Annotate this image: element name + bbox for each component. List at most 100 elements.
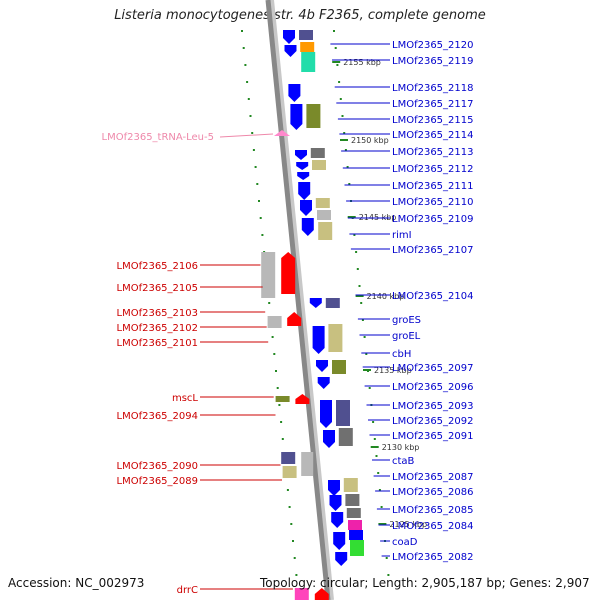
gene-feature-box: [301, 52, 316, 72]
tick-mark-left: [278, 404, 281, 406]
topology-text: Topology: circular; Length: 2,905,187 bp…: [260, 576, 590, 590]
trna-label: LMOf2365_tRNA-Leu-5: [102, 132, 214, 143]
forward-gene-arrow: [290, 104, 303, 130]
kbp-label: 2140 kbp: [367, 292, 405, 301]
label-leader: [219, 133, 274, 138]
kbp-label: 2155 kbp: [343, 58, 381, 67]
gene-label-reverse: LMOf2365_2090: [117, 461, 199, 472]
gene-label-forward: LMOf2365_2119: [392, 56, 474, 67]
tick-mark-left: [268, 302, 271, 304]
tick-mark-right: [361, 319, 364, 321]
reverse-gene-arrow: [295, 394, 310, 404]
gene-label-forward: LMOf2365_2096: [392, 382, 474, 393]
backbone-shadow: [268, 0, 334, 600]
map-title: Listeria monocytogenes str. 4b F2365, co…: [114, 8, 486, 23]
tick-mark-left: [275, 370, 277, 372]
tick-mark-right: [375, 455, 378, 457]
gene-label-forward: LMOf2365_2082: [392, 552, 474, 563]
gene-label-forward: LMOf2365_2115: [392, 115, 474, 126]
gene-label-reverse: LMOf2365_2106: [117, 261, 199, 272]
kbp-label: 2130 kbp: [382, 443, 420, 452]
trna-mark: [274, 130, 290, 136]
tick-mark-left: [241, 30, 243, 32]
tick-mark-left: [259, 217, 262, 219]
forward-gene-arrow: [284, 45, 297, 57]
kbp-label: 2125 kbp: [389, 520, 427, 529]
gene-label-forward: coaD: [392, 537, 418, 548]
gene-label-forward: groEL: [392, 331, 421, 342]
tick-mark-right: [360, 302, 363, 304]
gene-label-forward: groES: [392, 315, 421, 326]
forward-gene-arrow: [288, 84, 301, 102]
gene-feature-box: [317, 210, 331, 220]
tick-mark-right: [372, 421, 375, 423]
forward-gene-arrow: [283, 30, 295, 44]
gene-label-forward: LMOf2365_2113: [392, 147, 474, 158]
gene-feature-box: [310, 148, 325, 158]
tick-mark-left: [292, 540, 294, 542]
reverse-gene-arrow: [281, 252, 296, 294]
forward-gene-arrow: [323, 430, 335, 448]
gene-feature-box: [346, 508, 361, 518]
gene-label-forward: LMOf2365_2087: [392, 472, 474, 483]
gene-feature-box: [261, 252, 276, 298]
tick-mark-right: [387, 574, 390, 576]
gene-label-forward: LMOf2365_2111: [392, 181, 474, 192]
tick-mark-left: [273, 353, 276, 355]
gene-label-forward: LMOf2365_2104: [392, 291, 474, 302]
tick-mark-left: [251, 132, 254, 134]
tick-mark-left: [247, 98, 250, 100]
tick-mark-right: [334, 47, 337, 49]
forward-gene-arrow: [296, 162, 309, 170]
tick-mark-right: [356, 268, 359, 270]
tick-mark-right: [338, 81, 341, 83]
tick-mark-right: [380, 506, 383, 508]
gene-feature-box: [348, 520, 362, 530]
tick-mark-right: [353, 234, 356, 236]
gene-label-forward: LMOf2365_2085: [392, 505, 474, 516]
tick-mark-right: [385, 557, 388, 559]
tick-mark-left: [281, 438, 284, 440]
gene-label-reverse: LMOf2365_2102: [117, 323, 199, 334]
tick-mark-right: [336, 64, 339, 66]
forward-gene-arrow: [298, 182, 311, 200]
gene-label-forward: LMOf2365_2107: [392, 245, 474, 256]
gene-feature-box: [315, 198, 330, 208]
tick-mark-left: [280, 421, 283, 423]
forward-gene-arrow: [335, 552, 348, 566]
forward-gene-arrow: [333, 532, 346, 550]
forward-gene-arrow: [317, 377, 330, 389]
accession-text: Accession: NC_002973: [8, 576, 145, 590]
tick-mark-right: [368, 387, 371, 389]
gene-feature-box: [281, 452, 296, 464]
tick-mark-right: [373, 438, 376, 440]
tick-mark-left: [286, 489, 289, 491]
forward-gene-arrow: [309, 298, 322, 308]
tick-mark-right: [377, 472, 380, 474]
gene-label-reverse: LMOf2365_2105: [117, 283, 199, 294]
forward-gene-arrow: [295, 150, 307, 160]
forward-gene-arrow: [316, 360, 328, 372]
kbp-label: 2135 kbp: [374, 366, 412, 375]
gene-label-reverse: LMOf2365_2103: [117, 308, 199, 319]
gene-feature-box: [299, 30, 313, 40]
gene-feature-box: [343, 478, 358, 492]
gene-label-reverse: LMOf2365_2089: [117, 476, 199, 487]
tick-mark-left: [293, 557, 296, 559]
gene-label-forward: LMOf2365_2117: [392, 99, 474, 110]
gene-label-forward: LMOf2365_2084: [392, 521, 474, 532]
gene-label-forward: LMOf2365_2091: [392, 431, 474, 442]
gene-feature-box: [336, 400, 350, 426]
gene-label-forward: cbH: [392, 349, 411, 360]
gene-label-forward: LMOf2365_2118: [392, 83, 474, 94]
gene-label-forward: LMOf2365_2093: [392, 401, 474, 412]
gene-feature-box: [294, 588, 309, 600]
gene-label-forward: rimI: [392, 230, 412, 241]
gene-label-reverse: drrC: [177, 585, 198, 596]
gene-feature-box: [325, 298, 340, 308]
tick-mark-right: [348, 183, 351, 185]
gene-feature-box: [282, 466, 297, 478]
gene-label-forward: LMOf2365_2092: [392, 416, 474, 427]
tick-mark-right: [339, 98, 342, 100]
gene-feature-box: [338, 428, 353, 446]
